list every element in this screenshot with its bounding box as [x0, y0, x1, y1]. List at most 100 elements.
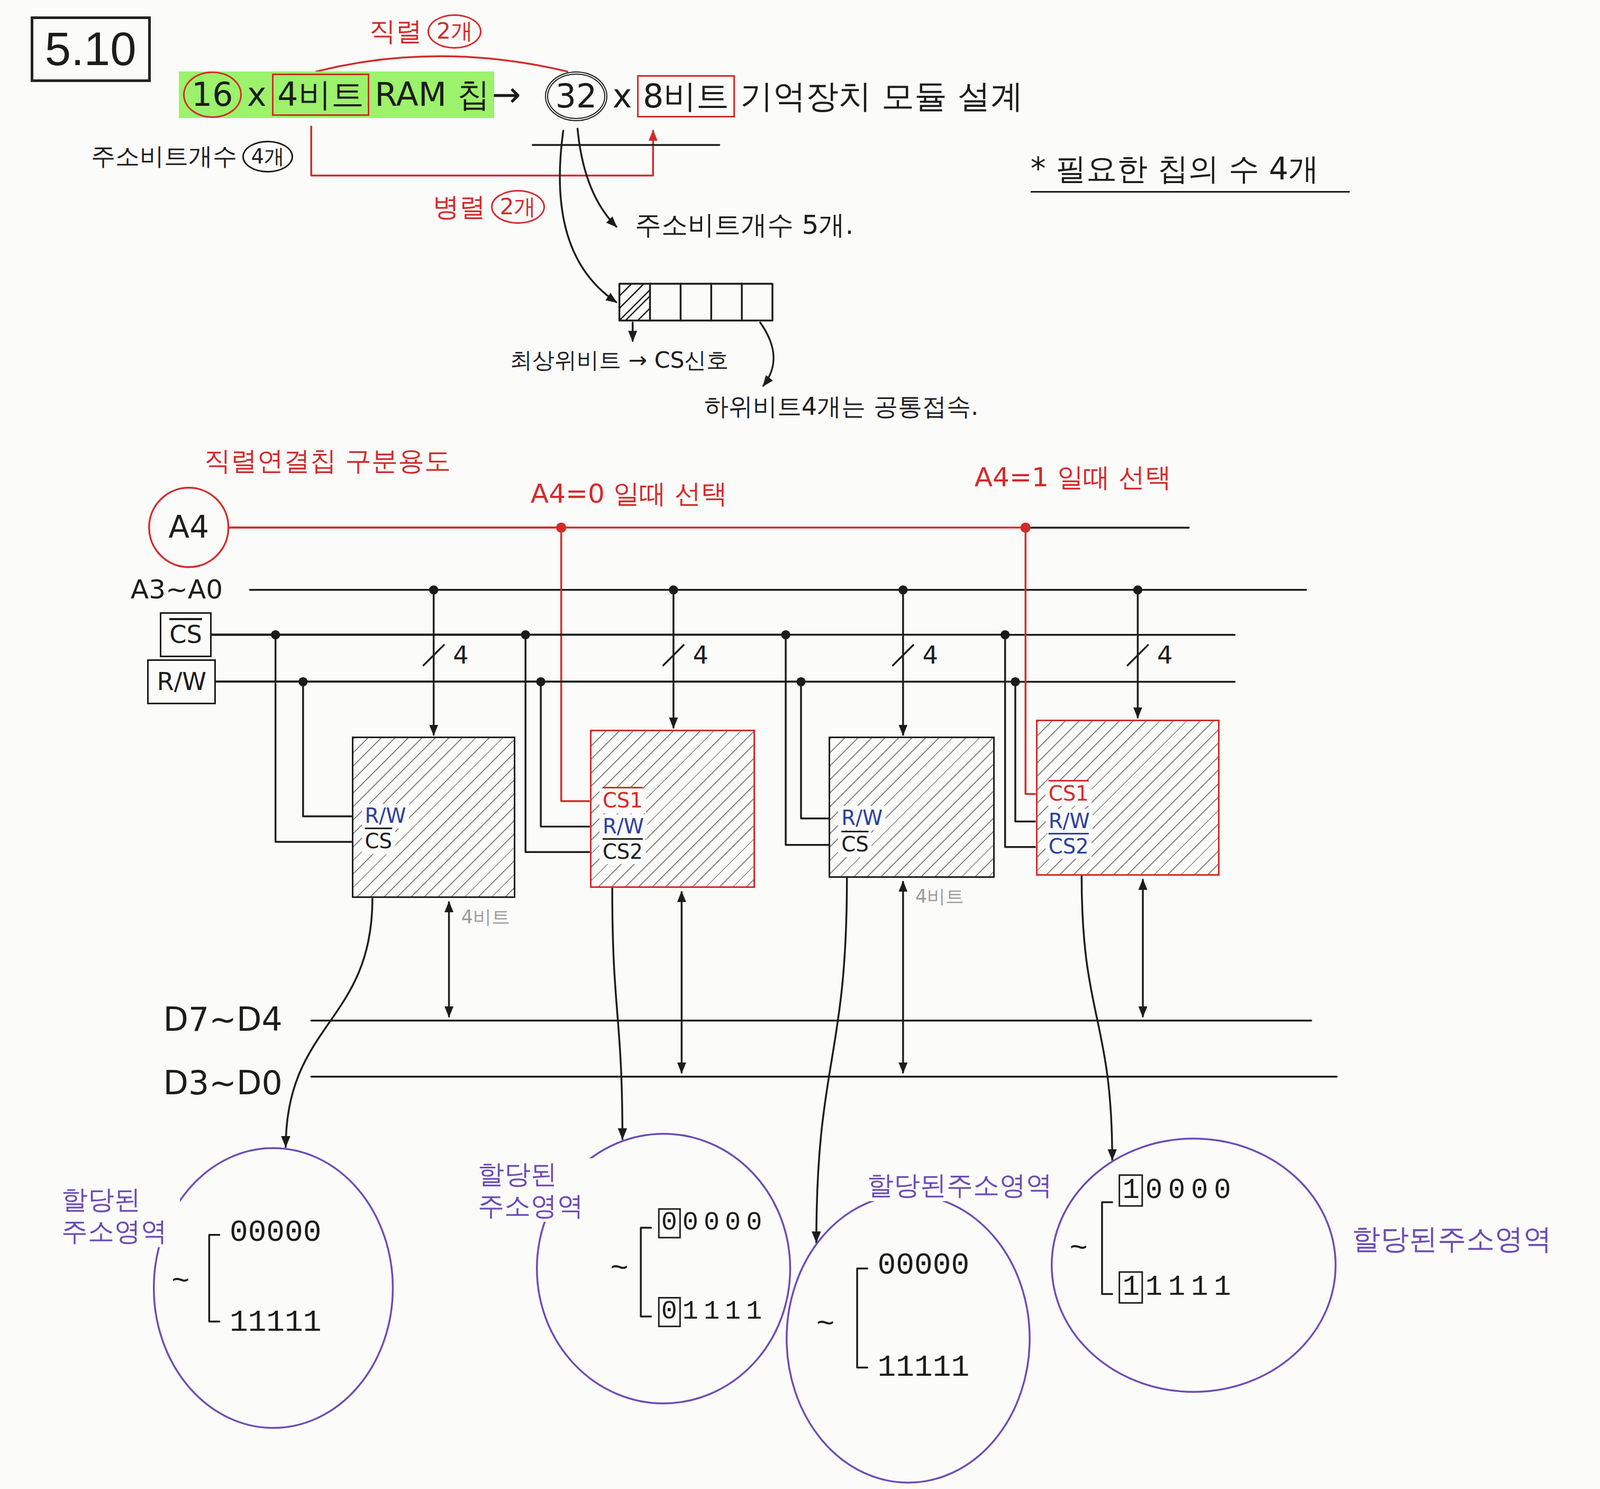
address-value: ~ — [610, 1250, 629, 1288]
word-width: 4비트 — [271, 73, 370, 116]
bus-slash — [893, 644, 914, 666]
bus-slash — [423, 644, 444, 666]
address-value: 11111 — [877, 1349, 970, 1386]
leader-arrow — [612, 887, 623, 1140]
text-row: 16x4비트RAM 칩 — [178, 71, 495, 118]
range-bracket — [208, 1234, 220, 1322]
range-heading: 할당된 주소영역 — [59, 1183, 180, 1248]
address-bus-line — [250, 588, 1307, 591]
range-heading: 할당된주소영역 — [865, 1169, 1055, 1202]
leader-arrow — [577, 128, 617, 227]
ellipse-line — [153, 1147, 394, 1428]
leader-arrow — [631, 322, 634, 342]
word-count: 16 — [183, 71, 243, 118]
ellipse-line — [786, 1194, 1030, 1483]
pin-label: R/W — [361, 803, 409, 829]
faint-note: 4비트 — [915, 885, 965, 908]
data-bus-line — [311, 1019, 1312, 1022]
range-bracket — [857, 1268, 868, 1368]
cell-divider — [740, 283, 743, 321]
junction-dot — [1133, 585, 1143, 595]
address-range-circle: 할당된 주소영역00000~11111 — [152, 1147, 394, 1429]
data-bus-line — [311, 1075, 1337, 1078]
bus-slash — [663, 644, 685, 666]
cell-hatch — [619, 283, 651, 321]
signal-box: CS — [159, 612, 213, 658]
leader-arrow — [816, 877, 848, 1244]
address-value: 01111 — [661, 1295, 768, 1328]
signal-name: A4 — [168, 508, 209, 546]
cell-divider — [679, 283, 682, 321]
module-name: 기억장치 모듈 설계 — [740, 76, 1024, 116]
chip-name: RAM 칩 — [374, 75, 490, 115]
bus-wire — [215, 681, 352, 817]
signal-name: R/W — [157, 667, 207, 697]
note-text: 하위비트4개는 공통접속. — [704, 392, 979, 422]
address-value: ~ — [816, 1306, 835, 1343]
ellipse-line — [1051, 1138, 1336, 1393]
leader-arrow — [559, 130, 617, 303]
leader-arrow — [760, 322, 774, 387]
note-text: A4=1 일때 선택 — [974, 461, 1172, 494]
word-count: 32 — [544, 71, 608, 122]
pin-label: CS2 — [599, 839, 647, 865]
text-row: 주소비트개수4개 — [86, 140, 298, 173]
bus-wire — [211, 634, 352, 843]
count-circle: 2개 — [427, 14, 482, 49]
pin-label: CS — [361, 829, 396, 854]
bus-name: D7~D4 — [163, 1000, 283, 1040]
address-value: ~ — [1069, 1230, 1088, 1268]
bus-slash — [1127, 644, 1149, 666]
note-text: 직렬 — [369, 15, 423, 48]
address-value: 11111 — [1122, 1270, 1237, 1305]
address-value: ~ — [171, 1263, 190, 1300]
range-heading: 할당된 주소영역 — [475, 1158, 597, 1222]
note-text: 최상위비트 → CS신호 — [510, 347, 729, 375]
address-bit-cells — [619, 283, 773, 321]
leader-arrow — [285, 897, 373, 1148]
note-text: * 필요한 칩의 수 4개 — [1030, 150, 1350, 193]
parallel-bracket — [311, 126, 653, 176]
data-arrow — [1141, 879, 1144, 1017]
text-row: 32x8비트기억장치 모듈 설계 — [540, 71, 1028, 122]
note-text: 주소비트개수 5개. — [634, 208, 854, 241]
operator: x — [247, 75, 267, 115]
bus-width: 4 — [920, 640, 941, 671]
leader-arrow — [1081, 875, 1113, 1161]
data-arrow — [448, 902, 450, 1017]
faint-note: 4비트 — [461, 906, 511, 929]
cell-divider — [710, 283, 712, 321]
circle-line — [149, 487, 229, 568]
note-text: A4=0 일때 선택 — [530, 477, 728, 510]
address-arrow — [902, 589, 904, 735]
bus-width: 4 — [1155, 640, 1175, 671]
operator: x — [612, 76, 633, 116]
problem-number: 5.10 — [30, 16, 151, 83]
series-arc — [316, 56, 568, 72]
address-value: 10000 — [1122, 1173, 1237, 1208]
ram-chip: CS1R/WCS2 — [589, 729, 756, 888]
bus-width: 4 — [691, 640, 711, 671]
pin-label: CS — [838, 832, 872, 857]
address-range-circle: 할당된주소영역10000~11111 — [1050, 1137, 1337, 1393]
note-text: 주소비트개수 — [91, 141, 238, 172]
bus-name: D3~D0 — [163, 1063, 283, 1103]
signal-circle: A4 — [148, 486, 230, 569]
ram-chip: R/WCS — [828, 736, 995, 878]
bus-width: 4 — [450, 640, 471, 671]
junction-dot — [429, 585, 439, 595]
address-value: 11111 — [229, 1304, 322, 1341]
address-value: 00000 — [229, 1214, 322, 1251]
address-value: 00000 — [661, 1206, 768, 1239]
range-bracket — [1102, 1202, 1113, 1295]
range-bracket — [640, 1227, 651, 1317]
count-circle: 4개 — [242, 140, 294, 173]
note-text: 병렬 — [432, 191, 486, 223]
address-arrow — [432, 589, 435, 735]
junction-dot — [668, 585, 678, 595]
address-arrow — [672, 589, 675, 728]
data-arrow — [680, 892, 683, 1073]
range-heading: 할당된주소영역 — [1351, 1222, 1552, 1257]
arrow-symbol: → — [492, 73, 522, 116]
pin-label: CS1 — [1045, 781, 1093, 806]
